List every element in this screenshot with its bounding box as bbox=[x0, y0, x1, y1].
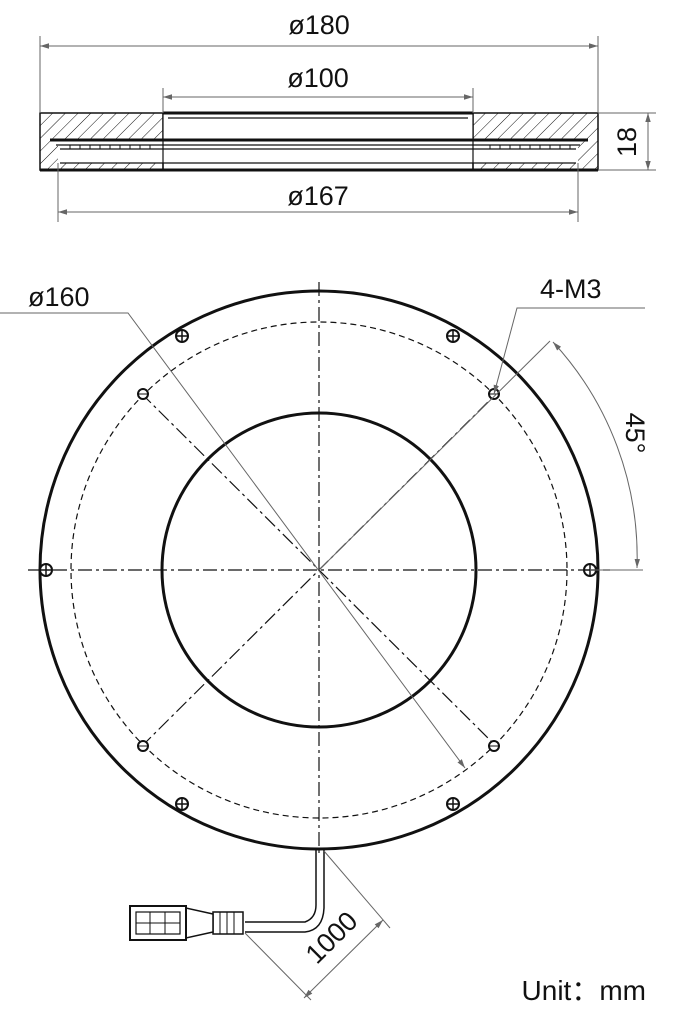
hole-icon bbox=[137, 388, 149, 400]
screw-icon bbox=[39, 563, 53, 577]
dim-mid-diameter: ø167 bbox=[287, 181, 349, 211]
hole-icon bbox=[137, 740, 149, 752]
led-ticks bbox=[69, 145, 571, 149]
dim-cable-length: 1000 bbox=[300, 906, 364, 970]
dim-outer-diameter: ø180 bbox=[288, 10, 350, 40]
dim-holes: 4-M3 bbox=[540, 274, 602, 304]
cable bbox=[129, 849, 325, 941]
hole-icon bbox=[488, 740, 500, 752]
dim-inner-diameter: ø100 bbox=[287, 63, 349, 93]
screw-icon bbox=[446, 797, 460, 811]
unit-label: Unit：mm bbox=[522, 975, 646, 1006]
screw-icon bbox=[175, 329, 189, 343]
dim-height: 18 bbox=[612, 127, 642, 157]
top-view: ø160 4-M3 45° 1000 bbox=[0, 274, 650, 1001]
section-view: ø180 ø100 ø167 18 bbox=[39, 10, 656, 222]
dim-pcd: ø160 bbox=[28, 282, 90, 312]
screw-icon bbox=[175, 797, 189, 811]
cable-sleeve bbox=[212, 911, 244, 935]
screw-icon bbox=[446, 329, 460, 343]
dim-angle: 45° bbox=[620, 413, 650, 454]
